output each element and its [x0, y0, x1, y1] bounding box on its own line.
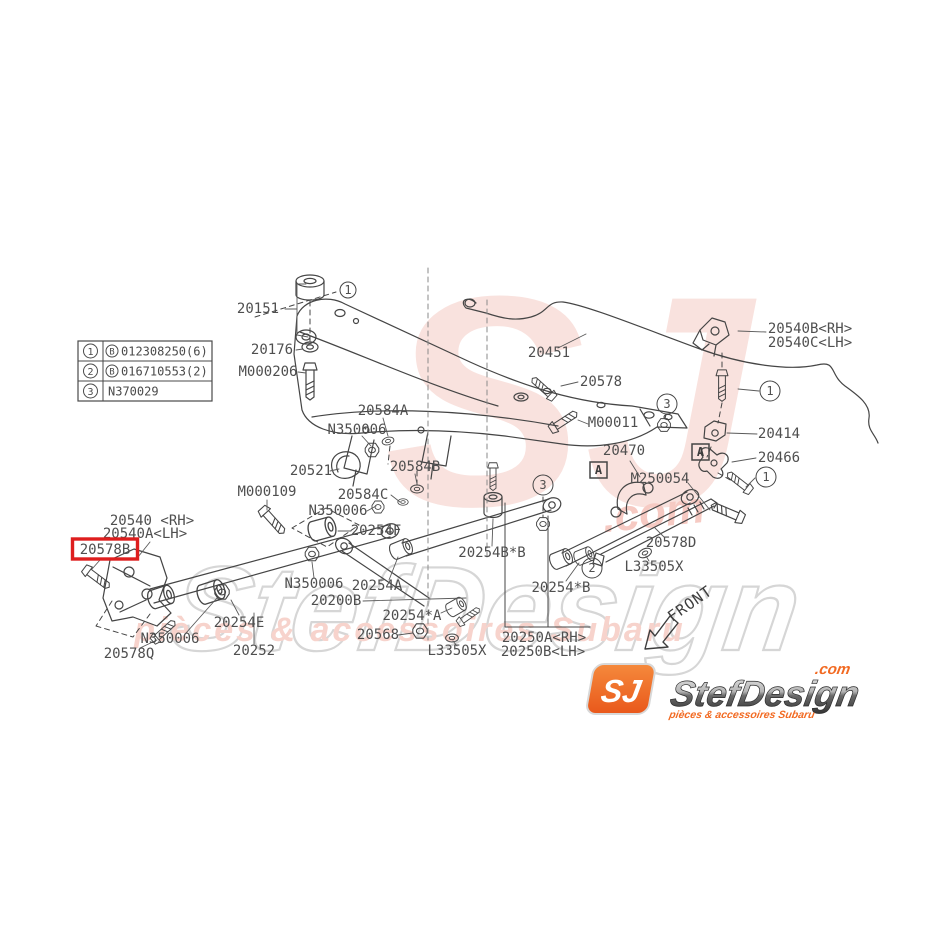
part-label-n350006-mid: N350006	[308, 503, 367, 519]
legend-table: 1 B 012308250(6) 2 B 016710553(2) 3 N370…	[77, 340, 213, 402]
callout-1c-text: 1	[762, 470, 769, 484]
watermark-layer: SJ StefDesign .com pièces & accessoires …	[133, 233, 810, 677]
callout-1-top-text: 1	[344, 283, 351, 297]
logo-monogram-icon: SJ	[586, 663, 656, 715]
stabilizer-link-assembly	[692, 317, 730, 479]
part-label-20540b-rh: 20540B<RH>	[768, 321, 852, 337]
highlight-red-box	[70, 537, 140, 561]
callout-3-right: 3	[656, 393, 678, 415]
part-label-20578d: 20578D	[646, 535, 697, 551]
legend-prefix-1: B	[109, 348, 114, 358]
part-label-m00011: M00011	[588, 415, 639, 431]
part-label-20578: 20578	[580, 374, 622, 390]
part-label-20151: 20151	[237, 301, 279, 317]
trailing-arm-bracket	[102, 548, 172, 627]
watermark-dotcom: .com	[600, 483, 707, 542]
part-label-20254-star-b: 20254*B	[531, 580, 590, 596]
rear-crossmember	[293, 274, 688, 487]
callout-3b-text: 3	[663, 397, 670, 411]
front-arrow-icon	[644, 615, 679, 650]
part-label-20254b-star-b: 20254B*B	[458, 545, 525, 561]
part-label-20254a: 20254A	[352, 578, 403, 594]
box-a-left-text: A	[595, 463, 603, 477]
legend-num-2: 2	[87, 367, 93, 378]
part-label-20250b-lh: 20250B<LH>	[501, 644, 585, 660]
callout-box-a-right: A	[691, 443, 710, 461]
part-label-20584c: 20584C	[338, 487, 389, 503]
part-label-20578b: 20578B	[80, 542, 131, 558]
diagram-line-art	[80, 267, 879, 649]
callout-1-top: 1	[339, 281, 357, 299]
part-label-20414: 20414	[758, 426, 800, 442]
stefdesign-logo: SJ StefDesign .com pièces & accessoires …	[586, 661, 863, 721]
highlighted-part-callout: 20578B	[70, 537, 140, 561]
part-label-n350006-low: N350006	[284, 576, 343, 592]
box-a-right-text: A	[697, 445, 705, 459]
legend-row-1: 1 B 012308250(6)	[83, 343, 208, 359]
legend-row-2: 2 B 016710553(2)	[83, 363, 208, 379]
callout-3-center: 3	[532, 474, 554, 496]
watermark-brand: StefDesign	[163, 542, 809, 676]
part-label-20466: 20466	[758, 450, 800, 466]
callout-3a-text: 3	[539, 478, 546, 492]
legend-code-3: N370029	[108, 385, 159, 399]
part-labels: 20151 20176 M000206 20451 20578 20540B<R…	[103, 301, 852, 662]
part-label-20254e: 20254E	[214, 615, 265, 631]
logo-brand-text: StefDesign	[667, 673, 862, 714]
group-bracket-lines	[504, 502, 591, 628]
legend-num-1: 1	[87, 347, 93, 358]
part-label-20250a-rh: 20250A<RH>	[502, 630, 586, 646]
callout-1-right-upper: 1	[759, 380, 781, 402]
part-label-m000109: M000109	[237, 484, 296, 500]
part-label-20254f: 20254F	[351, 523, 402, 539]
part-label-20540-rh: 20540 <RH>	[110, 513, 194, 529]
callout-markers: 1 1 1 2 3 3 A A	[339, 281, 781, 579]
callout-2: 2	[581, 557, 603, 579]
callout-1b-text: 1	[766, 384, 773, 398]
part-label-20254-star-a: 20254*A	[382, 608, 442, 624]
callout-box-a-left: A	[589, 461, 608, 479]
legend-row-3: 3 N370029	[83, 383, 159, 399]
part-label-20470: 20470	[603, 443, 645, 459]
callout-1-right-lower: 1	[755, 466, 777, 488]
logo-tagline-text: pièces & accessoires Subaru	[667, 709, 816, 721]
part-label-n350006-left: N350006	[140, 631, 199, 647]
logo-monogram-text: SJ	[598, 673, 644, 709]
legend-code-1: 012308250(6)	[121, 345, 208, 359]
legend-code-2: 016710553(2)	[121, 365, 208, 379]
part-label-20568: 20568	[357, 627, 399, 643]
logo-dotcom-text: .com	[814, 661, 852, 678]
legend-num-3: 3	[87, 387, 93, 398]
part-label-20584b: 20584B	[390, 459, 441, 475]
part-label-m250054: M250054	[630, 471, 689, 487]
part-label-20451: 20451	[528, 345, 570, 361]
leader-lines	[91, 283, 767, 649]
part-label-l33505x-left: L33505X	[427, 643, 487, 659]
watermark-monogram: SJ	[385, 233, 759, 569]
watermark-tagline: pièces & accessoires Subaru	[133, 611, 686, 649]
part-label-n350006-top: N350006	[327, 422, 386, 438]
part-label-20176: 20176	[251, 342, 293, 358]
part-label-20252: 20252	[233, 643, 275, 659]
callout-2-text: 2	[588, 561, 595, 575]
part-label-m000206: M000206	[238, 364, 297, 380]
part-label-20578q: 20578Q	[104, 646, 155, 662]
part-label-20521: 20521	[290, 463, 332, 479]
bracket-20470	[610, 481, 654, 518]
legend-prefix-2: B	[109, 368, 114, 378]
part-label-20540c-lh: 20540C<LH>	[768, 335, 852, 351]
part-label-20200b: 20200B	[311, 593, 362, 609]
stabilizer-bar	[462, 298, 879, 444]
part-label-20584a: 20584A	[358, 403, 409, 419]
part-label-l33505x-right: L33505X	[624, 559, 684, 575]
